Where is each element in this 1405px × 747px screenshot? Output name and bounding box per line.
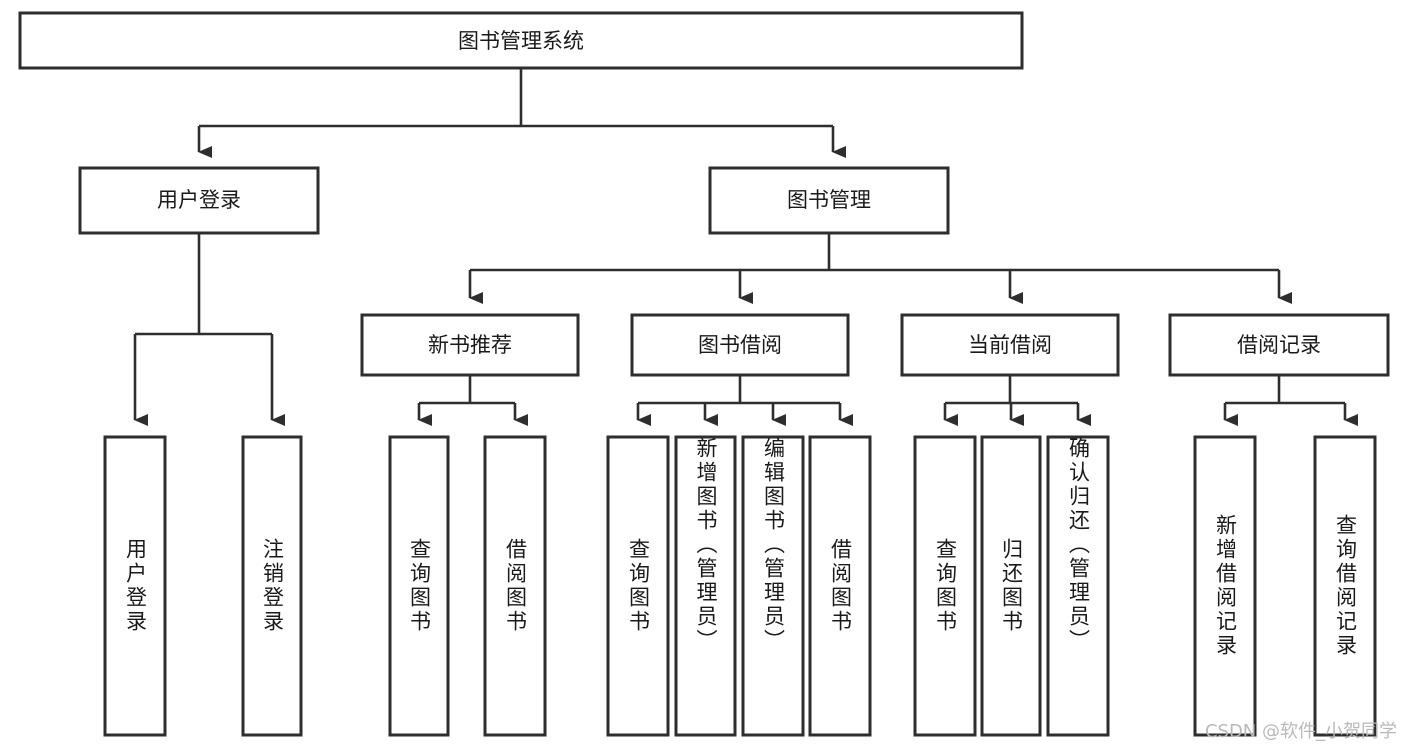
leaf-box-borrow-books-2[interactable]	[808, 435, 872, 737]
leaf-borrow-books-1[interactable]: 借阅图书	[485, 437, 545, 735]
leaf-box-add-record[interactable]	[1193, 435, 1257, 737]
leaf-user-login[interactable]: 用户登录	[105, 437, 165, 735]
connector-root-to-level2	[197, 68, 846, 158]
node-new-book-recommend-label: 新书推荐	[428, 333, 512, 357]
watermark: CSDN @软件_小贺同学	[1204, 721, 1397, 742]
node-user-login[interactable]: 用户登录	[78, 166, 320, 235]
connector-login-to-leaves	[133, 233, 285, 426]
leaf-query-record-label: 查询借阅记录	[1333, 514, 1358, 658]
leaf-query-books-3[interactable]: 查询图书	[915, 437, 975, 735]
leaf-return-books-label: 归还图书	[999, 538, 1024, 634]
node-borrow-records-label: 借阅记录	[1237, 333, 1321, 357]
node-root-box[interactable]	[18, 11, 1024, 70]
leaf-logout-label: 注销登录	[260, 538, 285, 634]
leaf-query-books-2[interactable]: 查询图书	[608, 437, 668, 735]
leaf-borrow-books-1-label: 借阅图书	[503, 538, 528, 634]
leaf-edit-book-admin[interactable]: 编辑图书（管理员）	[743, 437, 803, 735]
leaf-borrow-books-2-label: 借阅图书	[828, 538, 853, 634]
leaf-confirm-return[interactable]: 确认归还（管理员）	[1048, 437, 1108, 735]
connector-current-to-leaves	[943, 375, 1091, 426]
node-book-borrow-label: 图书借阅	[698, 333, 782, 357]
node-current-borrow-box[interactable]	[900, 313, 1120, 377]
node-user-login-label: 用户登录	[157, 188, 241, 212]
leaf-box-return-books[interactable]	[980, 435, 1042, 737]
leaf-query-books-2-label: 查询图书	[626, 538, 651, 634]
node-current-borrow-label: 当前借阅	[968, 333, 1052, 357]
leaf-add-book-admin[interactable]: 新增图书（管理员）	[676, 437, 735, 735]
node-borrow-records[interactable]: 借阅记录	[1168, 313, 1390, 377]
node-new-book-recommend[interactable]: 新书推荐	[360, 313, 580, 377]
leaf-query-books-3-label: 查询图书	[933, 538, 958, 634]
leaf-box-add-book-admin[interactable]	[674, 435, 737, 737]
leaf-box-edit-book-admin[interactable]	[741, 435, 805, 737]
connector-borrow-to-leaves	[636, 375, 853, 426]
node-current-borrow[interactable]: 当前借阅	[900, 313, 1120, 377]
leaf-box-query-record[interactable]	[1313, 435, 1377, 737]
leaf-box-logout[interactable]	[241, 435, 303, 737]
leaf-borrow-books-2[interactable]: 借阅图书	[810, 437, 870, 735]
node-user-login-box[interactable]	[78, 166, 320, 235]
node-root[interactable]: 图书管理系统	[18, 11, 1024, 70]
node-new-book-recommend-box[interactable]	[360, 313, 580, 377]
leaf-query-record[interactable]: 查询借阅记录	[1315, 437, 1375, 735]
node-book-management-label: 图书管理	[787, 188, 871, 212]
connector-records-to-leaves	[1223, 375, 1358, 426]
leaf-box-confirm-return[interactable]	[1046, 435, 1110, 737]
leaf-boxes	[103, 435, 1377, 737]
leaf-add-book-admin-label: 新增图书（管理员）	[694, 437, 718, 653]
node-root-label: 图书管理系统	[458, 29, 584, 53]
leaf-add-record-label: 新增借阅记录	[1213, 514, 1238, 658]
leaf-box-query-books-3[interactable]	[913, 435, 977, 737]
leaf-edit-book-admin-label: 编辑图书（管理员）	[761, 437, 786, 653]
node-book-management-box[interactable]	[708, 166, 950, 235]
leaf-box-query-books-1[interactable]	[388, 435, 450, 737]
connector-newbooks-to-leaves	[417, 375, 528, 426]
leaf-box-user-login[interactable]	[103, 435, 167, 737]
connector-books-to-level3	[468, 233, 1292, 304]
leaf-query-books-1[interactable]: 查询图书	[390, 437, 448, 735]
leaf-user-login-label: 用户登录	[123, 538, 148, 634]
node-borrow-records-box[interactable]	[1168, 313, 1390, 377]
leaf-box-query-books-2[interactable]	[606, 435, 670, 737]
leaf-add-record[interactable]: 新增借阅记录	[1195, 437, 1255, 735]
leaf-return-books[interactable]: 归还图书	[982, 437, 1040, 735]
node-book-management[interactable]: 图书管理	[708, 166, 950, 235]
leaf-confirm-return-label: 确认归还（管理员）	[1066, 437, 1091, 653]
leaf-query-books-1-label: 查询图书	[407, 538, 432, 634]
node-book-borrow[interactable]: 图书借阅	[630, 313, 850, 377]
node-book-borrow-box[interactable]	[630, 313, 850, 377]
leaf-logout[interactable]: 注销登录	[243, 437, 301, 735]
leaf-box-borrow-books-1[interactable]	[483, 435, 547, 737]
